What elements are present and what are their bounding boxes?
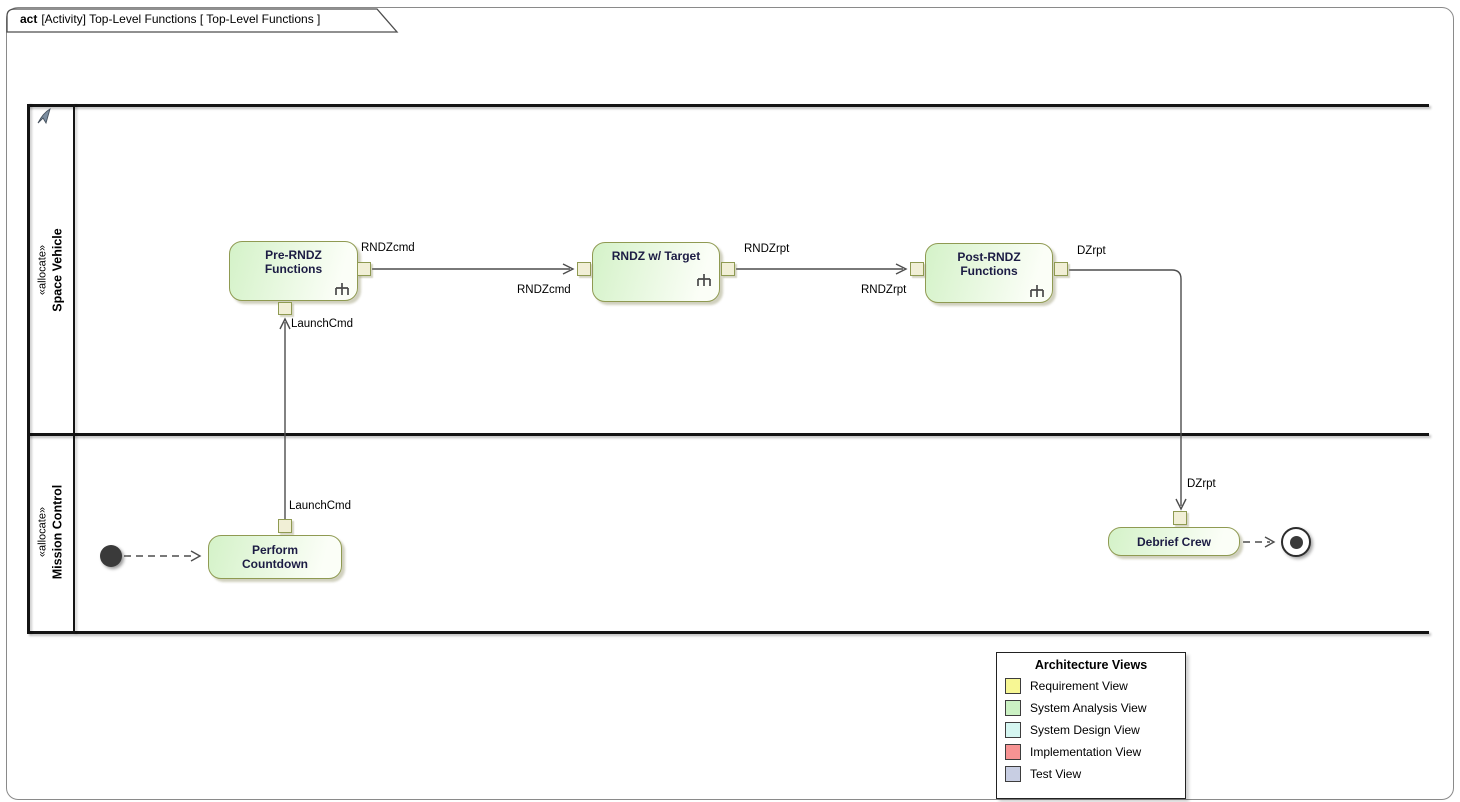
diagram-kind-keyword: act bbox=[20, 12, 38, 26]
output-pin-rndzcmd[interactable] bbox=[357, 262, 371, 276]
output-pin-dzrpt[interactable] bbox=[1054, 262, 1068, 276]
rake-icon bbox=[335, 283, 349, 295]
arrowhead bbox=[1264, 536, 1276, 548]
legend-swatch bbox=[1005, 721, 1021, 738]
flow-label-launchcmd-in: LaunchCmd bbox=[291, 318, 354, 330]
lane-bottom-border bbox=[27, 631, 1429, 634]
legend-label: System Analysis View bbox=[1030, 700, 1147, 715]
action-label: RNDZ w/ Target bbox=[611, 249, 701, 263]
arrowhead bbox=[190, 550, 202, 562]
legend-swatch bbox=[1005, 743, 1021, 760]
output-pin-launchcmd[interactable] bbox=[278, 519, 292, 533]
legend-label: Implementation View bbox=[1030, 744, 1142, 759]
arrowhead bbox=[279, 317, 291, 330]
legend-label: Requirement View bbox=[1030, 678, 1128, 693]
action-label: Perform Countdown bbox=[242, 543, 308, 571]
action-perform-countdown[interactable]: Perform Countdown bbox=[208, 535, 342, 579]
diagram-title-text: [Activity] Top-Level Functions [ Top-Lev… bbox=[41, 12, 321, 26]
legend-label: System Design View bbox=[1030, 722, 1140, 737]
action-post-rndz-functions[interactable]: Post-RNDZ Functions bbox=[925, 243, 1053, 303]
input-pin-rndzcmd[interactable] bbox=[577, 262, 591, 276]
flow-label-rndzrpt-out: RNDZrpt bbox=[744, 243, 790, 255]
legend-swatch bbox=[1005, 677, 1021, 694]
action-debrief-crew[interactable]: Debrief Crew bbox=[1108, 527, 1240, 556]
legend-title: Architecture Views bbox=[1034, 658, 1148, 672]
action-rndz-w-target[interactable]: RNDZ w/ Target bbox=[592, 242, 720, 302]
flow-label-dzrpt-out: DZrpt bbox=[1077, 245, 1106, 257]
lane-left-border bbox=[27, 104, 30, 634]
flow-label-rndzrpt-in: RNDZrpt bbox=[861, 284, 907, 296]
arrowhead bbox=[895, 263, 908, 275]
legend-swatch bbox=[1005, 699, 1021, 716]
diagram-tab-shape bbox=[6, 8, 399, 33]
input-pin-rndzrpt[interactable] bbox=[910, 262, 924, 276]
output-pin-rndzrpt[interactable] bbox=[721, 262, 735, 276]
activity-final-node[interactable] bbox=[1281, 527, 1311, 557]
flow-label-dzrpt-in: DZrpt bbox=[1187, 478, 1216, 490]
legend-item-requirement-view: Requirement View bbox=[1005, 677, 1185, 694]
rake-icon bbox=[1030, 285, 1044, 297]
activity-final-inner-dot bbox=[1289, 535, 1303, 549]
lane-top-border bbox=[27, 104, 1429, 107]
rake-icon bbox=[697, 274, 711, 286]
lane-header-divider bbox=[73, 104, 75, 634]
action-label: Pre-RNDZ Functions bbox=[264, 248, 323, 276]
object-flow-dzrpt[interactable] bbox=[1069, 269, 1182, 506]
legend-item-system-analysis-view: System Analysis View bbox=[1005, 699, 1185, 716]
rocket-icon bbox=[37, 108, 51, 125]
initial-node[interactable] bbox=[100, 545, 122, 567]
diagram-frame bbox=[6, 7, 1454, 800]
flow-label-launchcmd-out: LaunchCmd bbox=[289, 500, 352, 512]
flow-label-rndzcmd-in: RNDZcmd bbox=[517, 284, 571, 296]
legend-swatch bbox=[1005, 765, 1021, 782]
legend-item-system-design-view: System Design View bbox=[1005, 721, 1185, 738]
input-pin-dzrpt[interactable] bbox=[1173, 511, 1187, 525]
legend-architecture-views[interactable]: Architecture Views Requirement View Syst… bbox=[996, 652, 1186, 799]
action-label: Post-RNDZ Functions bbox=[957, 250, 1021, 278]
arrowhead bbox=[562, 263, 575, 275]
legend-item-test-view: Test View bbox=[1005, 765, 1185, 782]
action-pre-rndz-functions[interactable]: Pre-RNDZ Functions bbox=[229, 241, 358, 301]
lane-separator[interactable] bbox=[27, 433, 1429, 436]
legend-item-implementation-view: Implementation View bbox=[1005, 743, 1185, 760]
arrowhead bbox=[1175, 498, 1187, 511]
diagram-title: act[Activity] Top-Level Functions [ Top-… bbox=[20, 12, 320, 26]
input-pin-launchcmd[interactable] bbox=[278, 302, 292, 315]
legend-label: Test View bbox=[1030, 766, 1082, 781]
flow-label-rndzcmd-out: RNDZcmd bbox=[361, 242, 415, 254]
action-label: Debrief Crew bbox=[1136, 534, 1212, 549]
